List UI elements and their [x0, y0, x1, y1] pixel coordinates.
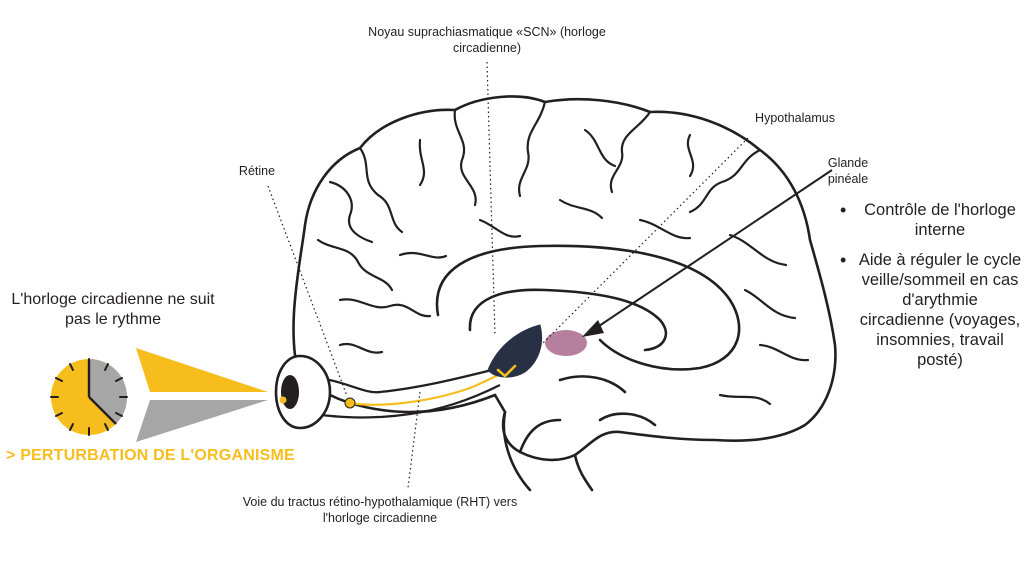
clock-icon: [50, 358, 128, 436]
gray-chevron: [136, 400, 268, 442]
label-hypothalamus: Hypothalamus: [755, 111, 835, 125]
brainstem: [502, 410, 594, 492]
rht-pathway: [349, 370, 506, 406]
arrow-icon: [582, 169, 833, 337]
eye-icon: [274, 354, 332, 430]
label-retina: Rétine: [238, 164, 276, 178]
bullet-item: Aide à réguler le cycle veille/sommeil e…: [840, 250, 1022, 370]
scn-check: [496, 364, 517, 378]
brain-outline: [292, 95, 837, 462]
brain-folds: [316, 100, 810, 406]
leader-lines: [267, 61, 749, 489]
label-rht: Voie du tractus rétino-hypothalamique (R…: [242, 495, 518, 525]
corpus-callosum: [435, 244, 741, 427]
scn-region: [487, 324, 543, 378]
benefits-list: Contrôle de l'horloge interne Aide à rég…: [840, 200, 1022, 380]
retina-dot: [344, 397, 356, 409]
label-pineal: Glande pinéale: [827, 156, 869, 186]
yellow-chevron: [136, 348, 268, 392]
perturbation-label: > PERTURBATION DE L'ORGANISME: [6, 447, 295, 464]
label-scn: Noyau suprachiasmatique «SCN» (horloge c…: [368, 25, 606, 55]
bullet-item: Contrôle de l'horloge interne: [840, 200, 1022, 240]
clock-title: L'horloge circadienne ne suit pas le ryt…: [11, 291, 215, 328]
pineal-gland: [545, 330, 587, 356]
